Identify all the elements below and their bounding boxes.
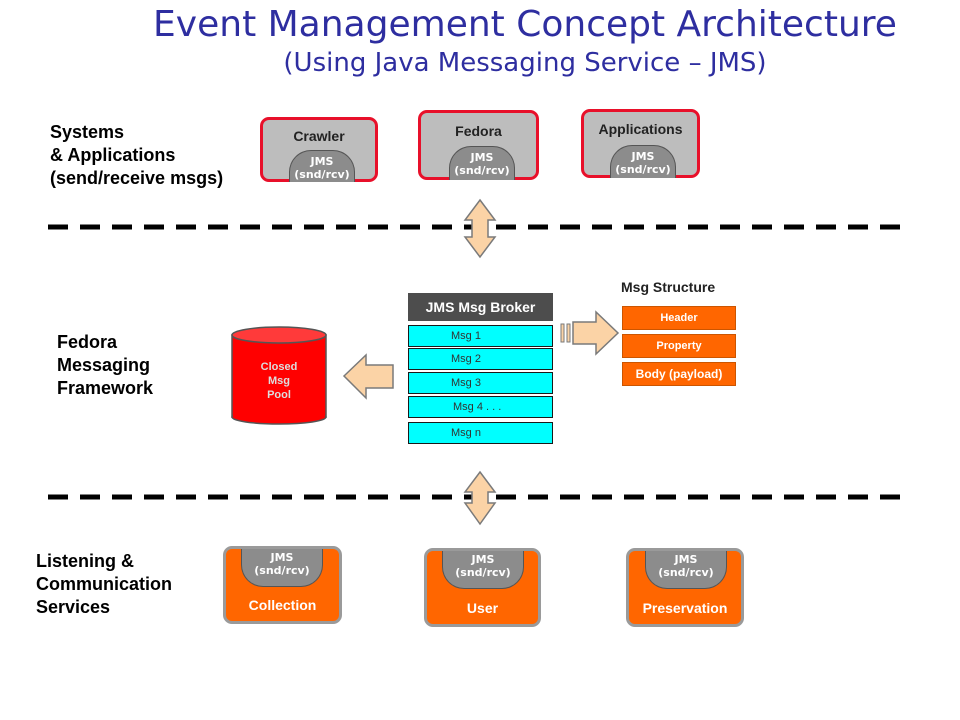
fedora-label: Fedora bbox=[455, 123, 502, 139]
msg-structure-property: Property bbox=[622, 334, 736, 358]
fedora-box: Fedora JMS (snd/rcv) bbox=[418, 110, 539, 180]
crawler-jms-tab: JMS (snd/rcv) bbox=[289, 150, 355, 182]
lower-double-arrow-icon bbox=[463, 470, 497, 526]
preservation-label: Preservation bbox=[642, 600, 728, 616]
broker-title: JMS Msg Broker bbox=[408, 293, 553, 321]
upper-double-arrow-icon bbox=[463, 198, 497, 259]
fedora-jms-tab: JMS (snd/rcv) bbox=[449, 146, 515, 180]
applications-box: Applications JMS (snd/rcv) bbox=[581, 109, 700, 178]
broker-message-row: Msg 4 . . . bbox=[408, 396, 553, 418]
left-arrow-icon bbox=[342, 353, 394, 400]
jms-text: JMS bbox=[310, 155, 334, 168]
preservation-jms-tab: JMS (snd/rcv) bbox=[645, 551, 727, 589]
right-arrow-icon bbox=[572, 310, 620, 356]
services-section-label: Listening & Communication Services bbox=[36, 551, 173, 617]
user-box: JMS (snd/rcv) User bbox=[424, 548, 541, 627]
user-jms-tab: JMS (snd/rcv) bbox=[442, 551, 524, 589]
applications-label: Applications bbox=[598, 121, 683, 137]
closed-pool-label-line: Pool bbox=[267, 389, 291, 401]
closed-pool-label-line: Msg bbox=[268, 375, 290, 387]
pool-cylinder-fill bbox=[233, 336, 325, 416]
closed-pool-label: Closed Msg Pool bbox=[232, 360, 326, 402]
jms-text: JMS bbox=[471, 553, 495, 566]
msg-structure-body: Body (payload) bbox=[622, 362, 736, 386]
jms-text: JMS bbox=[674, 553, 698, 566]
systems-section-label: Systems & Applications (send/receive msg… bbox=[50, 122, 224, 188]
msg-structure-header: Header bbox=[622, 306, 736, 330]
preservation-box: JMS (snd/rcv) Preservation bbox=[626, 548, 744, 627]
broker-message-row: Msg 1 bbox=[408, 325, 553, 347]
jms-subtext: (snd/rcv) bbox=[254, 564, 310, 577]
closed-pool-label-line: Closed bbox=[260, 361, 298, 373]
pool-cylinder-top bbox=[231, 326, 327, 344]
broker-message-row: Msg 3 bbox=[408, 372, 553, 394]
crawler-box: Crawler JMS (snd/rcv) bbox=[260, 117, 378, 182]
diagram-subtitle: (Using Java Messaging Service – JMS) bbox=[283, 48, 767, 78]
striped-arrow-stripe-2 bbox=[566, 323, 571, 343]
jms-subtext: (snd/rcv) bbox=[455, 566, 511, 579]
collection-jms-tab: JMS (snd/rcv) bbox=[241, 549, 323, 587]
user-label: User bbox=[466, 600, 499, 616]
framework-section-label: Fedora Messaging Framework bbox=[57, 332, 154, 398]
jms-text: JMS bbox=[470, 151, 494, 164]
collection-box: JMS (snd/rcv) Collection bbox=[223, 546, 342, 624]
striped-arrow-stripe-1 bbox=[560, 323, 565, 343]
jms-subtext: (snd/rcv) bbox=[615, 163, 671, 176]
jms-subtext: (snd/rcv) bbox=[294, 168, 350, 181]
collection-label: Collection bbox=[248, 597, 317, 613]
applications-jms-tab: JMS (snd/rcv) bbox=[610, 145, 676, 178]
diagram-title: Event Management Concept Architecture bbox=[153, 4, 897, 45]
jms-text: JMS bbox=[631, 150, 655, 163]
msg-structure-title: Msg Structure bbox=[621, 279, 716, 295]
crawler-label: Crawler bbox=[293, 128, 345, 144]
jms-subtext: (snd/rcv) bbox=[454, 164, 510, 177]
broker-message-row: Msg n bbox=[408, 422, 553, 444]
broker-message-row: Msg 2 bbox=[408, 348, 553, 370]
jms-text: JMS bbox=[270, 551, 294, 564]
jms-subtext: (snd/rcv) bbox=[658, 566, 714, 579]
